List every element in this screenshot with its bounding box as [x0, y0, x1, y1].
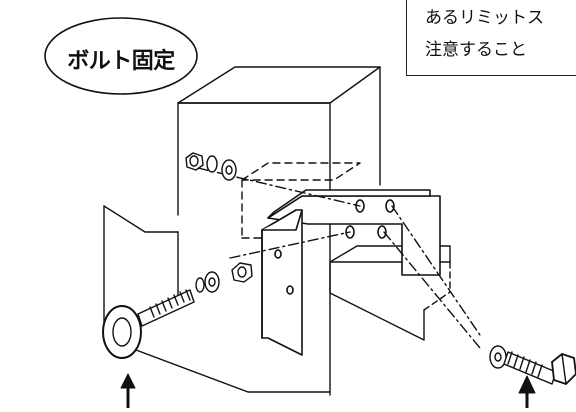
arrow-up-icon	[518, 375, 536, 412]
l-bracket	[261, 189, 441, 356]
washer-icon	[204, 271, 220, 293]
washer-icon	[221, 159, 237, 181]
arrow-up-icon	[120, 373, 136, 412]
eye-bolt-icon	[102, 289, 195, 359]
lower-fasteners	[195, 262, 253, 293]
note-callout: あるリミットス 注意すること	[406, 0, 576, 76]
note-text-line-1: あるリミットス	[425, 8, 544, 28]
column-block	[177, 66, 381, 396]
note-text-line-2: 注意すること	[425, 40, 527, 60]
hex-nut-icon	[231, 262, 253, 283]
base-block	[103, 205, 331, 393]
hex-bolt-icon	[489, 345, 576, 385]
mounting-pad	[241, 162, 361, 239]
upper-fasteners	[185, 152, 237, 181]
hex-nut-icon	[185, 152, 204, 171]
label-bubble	[44, 17, 198, 95]
bolt-fixing-label: ボルト固定	[67, 49, 175, 74]
